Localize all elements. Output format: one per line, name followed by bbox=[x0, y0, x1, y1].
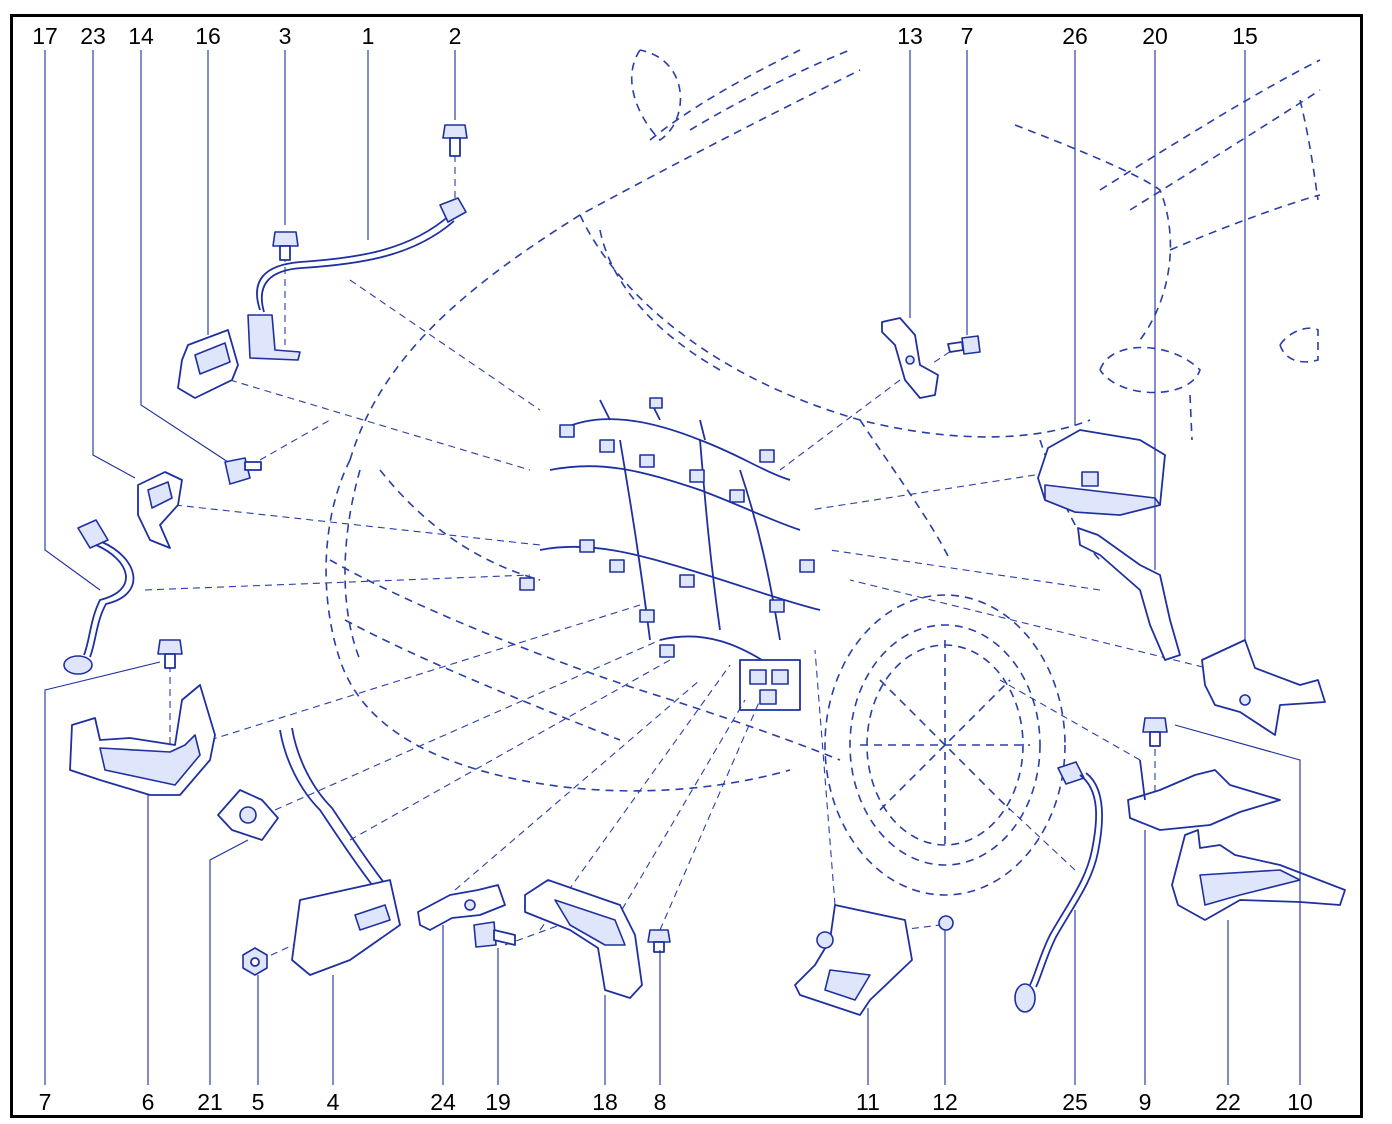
wheel-outline bbox=[824, 594, 1066, 896]
part-12-grommet bbox=[938, 915, 954, 931]
part-18-bracket bbox=[524, 879, 643, 999]
callout-10: 10 bbox=[1287, 1089, 1313, 1115]
part-5-nut bbox=[242, 947, 268, 976]
part-24-bracket bbox=[417, 884, 506, 931]
callout-19: 19 bbox=[485, 1089, 511, 1115]
callout-25: 25 bbox=[1062, 1089, 1088, 1115]
callout-16: 16 bbox=[195, 23, 221, 49]
callout-9: 9 bbox=[1139, 1089, 1152, 1115]
wiring-harness bbox=[519, 397, 821, 711]
callout-labels: 17 23 14 16 3 1 2 13 7 26 20 15 7 6 21 5… bbox=[32, 23, 1313, 1115]
part-25-sensor-cable bbox=[1014, 761, 1104, 1013]
callout-21: 21 bbox=[197, 1089, 223, 1115]
callout-26: 26 bbox=[1062, 23, 1088, 49]
part-2-bolt bbox=[442, 124, 468, 157]
callout-3: 3 bbox=[279, 23, 292, 49]
part-23-clip bbox=[137, 471, 183, 549]
part-7-bolt-left bbox=[157, 639, 183, 669]
callout-23: 23 bbox=[80, 23, 106, 49]
callout-1: 1 bbox=[362, 23, 375, 49]
callout-17: 17 bbox=[32, 23, 58, 49]
assembly-lead-lines bbox=[144, 155, 1216, 961]
part-7-bolt-right bbox=[947, 335, 981, 355]
part-10-bolt bbox=[1142, 717, 1168, 747]
part-13-bracket bbox=[881, 317, 939, 399]
part-3-bolt bbox=[272, 231, 299, 261]
callout-13: 13 bbox=[897, 23, 923, 49]
part-11-bracket bbox=[794, 904, 913, 1016]
callout-6: 6 bbox=[142, 1089, 155, 1115]
part-4-bracket-rod bbox=[279, 727, 401, 976]
part-15-bracket bbox=[1201, 639, 1326, 736]
car-body-outline bbox=[325, 49, 1321, 792]
part-20-bracket bbox=[1077, 527, 1181, 661]
callout-11: 11 bbox=[856, 1089, 880, 1115]
callout-24: 24 bbox=[430, 1089, 456, 1115]
part-9-bracket bbox=[1127, 759, 1281, 831]
callout-15: 15 bbox=[1232, 23, 1258, 49]
callout-leaders bbox=[44, 50, 1301, 1085]
callout-14: 14 bbox=[128, 23, 154, 49]
part-17-cable bbox=[63, 519, 135, 675]
part-19-bolt bbox=[473, 921, 516, 948]
callout-12: 12 bbox=[932, 1089, 958, 1115]
part-16-bracket bbox=[177, 329, 239, 399]
part-21-clip bbox=[217, 789, 279, 841]
part-1-ground-cable bbox=[247, 197, 467, 361]
callout-4: 4 bbox=[327, 1089, 340, 1115]
callout-7-bottom: 7 bbox=[39, 1089, 52, 1115]
callout-18: 18 bbox=[592, 1089, 618, 1115]
callout-7-top: 7 bbox=[961, 23, 974, 49]
callout-8: 8 bbox=[654, 1089, 667, 1115]
part-26-cover bbox=[1037, 429, 1166, 516]
part-8-bolt bbox=[647, 929, 671, 953]
part-22-bracket-plate bbox=[1171, 829, 1346, 921]
callout-22: 22 bbox=[1215, 1089, 1241, 1115]
part-6-bracket bbox=[69, 684, 216, 796]
callout-2: 2 bbox=[449, 23, 462, 49]
callout-5: 5 bbox=[252, 1089, 265, 1115]
part-14-bolt bbox=[224, 457, 262, 485]
callout-20: 20 bbox=[1142, 23, 1168, 49]
